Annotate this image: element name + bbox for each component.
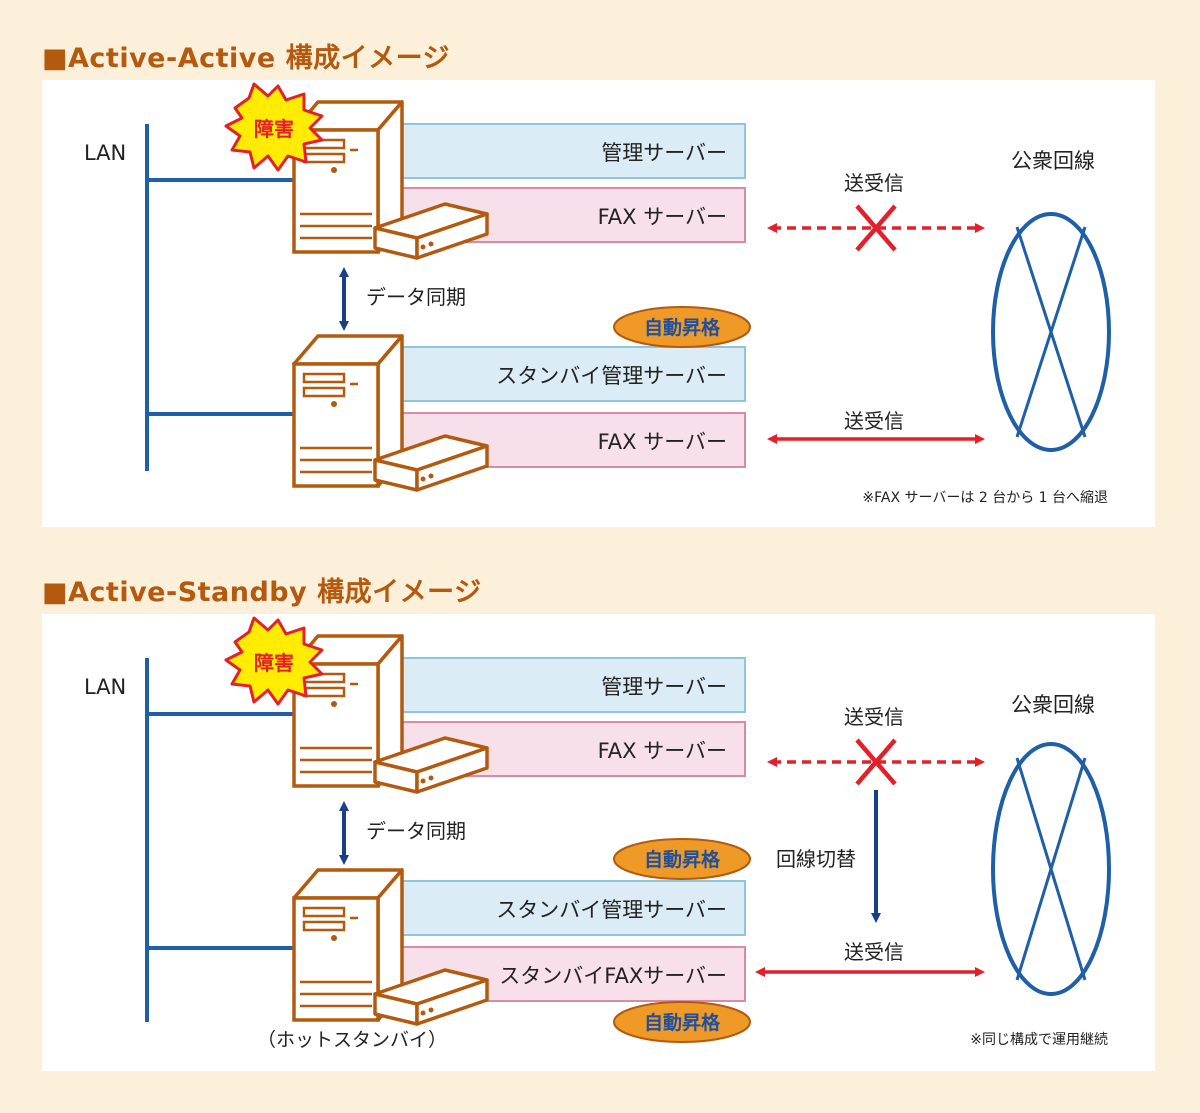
mgmt-server-box	[386, 657, 746, 713]
failure-burst-icon: 障害	[224, 616, 324, 706]
cross-icon	[855, 738, 897, 786]
public-line-ellipse	[991, 212, 1111, 452]
public-line-label: 公衆回線	[1011, 149, 1095, 173]
standby-fax-label: スタンバイFAXサーバー	[499, 964, 727, 988]
mgmt-server-label: 管理サーバー	[601, 141, 727, 165]
note-label: ※FAX サーバーは 2 台から 1 台へ縮退	[862, 490, 1108, 506]
failure-label: 障害	[254, 651, 294, 675]
public-line-cross	[1015, 226, 1087, 438]
auto-promote-badge	[613, 1001, 751, 1043]
section-title-active-standby: ■Active-Standby 構成イメージ	[42, 577, 482, 608]
line-switch-label: 回線切替	[776, 847, 856, 871]
fax-server-label: FAX サーバー	[598, 739, 727, 763]
mgmt-server-box	[386, 123, 746, 179]
auto-promote-label: 自動昇格	[644, 848, 721, 871]
send-receive-bottom-label: 送受信	[844, 940, 904, 964]
auto-promote-badge	[613, 306, 751, 348]
standby-mgmt-box	[386, 346, 746, 402]
public-line-ellipse	[991, 742, 1111, 996]
auto-promote-label: 自動昇格	[644, 316, 721, 339]
failure-label: 障害	[254, 117, 294, 141]
panel-active-standby: LAN 管理サーバー FAX サーバー スタンバイ管理サーバー スタンバイFAX…	[42, 614, 1155, 1071]
auto-promote-badge	[613, 838, 751, 880]
send-receive-bottom-label: 送受信	[844, 409, 904, 433]
send-receive-top-label: 送受信	[844, 171, 904, 195]
auto-promote-label: 自動昇格	[644, 1011, 721, 1034]
sync-label: データ同期	[366, 285, 466, 309]
fax-server-2-label: FAX サーバー	[598, 430, 727, 454]
diagram-active-standby: LAN 管理サーバー FAX サーバー スタンバイ管理サーバー スタンバイFAX…	[84, 616, 1111, 1051]
failure-burst-icon: 障害	[224, 82, 324, 172]
lan-label: LAN	[84, 675, 126, 699]
public-line-cross	[1015, 757, 1087, 981]
diagram-active-active: LAN 管理サーバー FAX サーバー スタンバイ管理サーバー FAX サーバー…	[84, 82, 1111, 506]
cross-icon	[855, 204, 897, 252]
standby-mgmt-label: スタンバイ管理サーバー	[496, 364, 727, 388]
section-title-active-active: ■Active-Active 構成イメージ	[42, 43, 451, 74]
fax-server-label: FAX サーバー	[598, 205, 727, 229]
note-label: ※同じ構成で運用継続	[970, 1031, 1108, 1048]
standby-mgmt-label: スタンバイ管理サーバー	[496, 898, 727, 922]
send-receive-top-label: 送受信	[844, 705, 904, 729]
hot-standby-label: （ホットスタンバイ）	[257, 1029, 447, 1051]
lan-label: LAN	[84, 141, 126, 165]
panel-active-active: LAN 管理サーバー FAX サーバー スタンバイ管理サーバー FAX サーバー…	[42, 80, 1155, 527]
mgmt-server-label: 管理サーバー	[601, 675, 727, 699]
sync-label: データ同期	[366, 819, 466, 843]
standby-mgmt-box	[386, 880, 746, 936]
public-line-label: 公衆回線	[1011, 693, 1095, 717]
